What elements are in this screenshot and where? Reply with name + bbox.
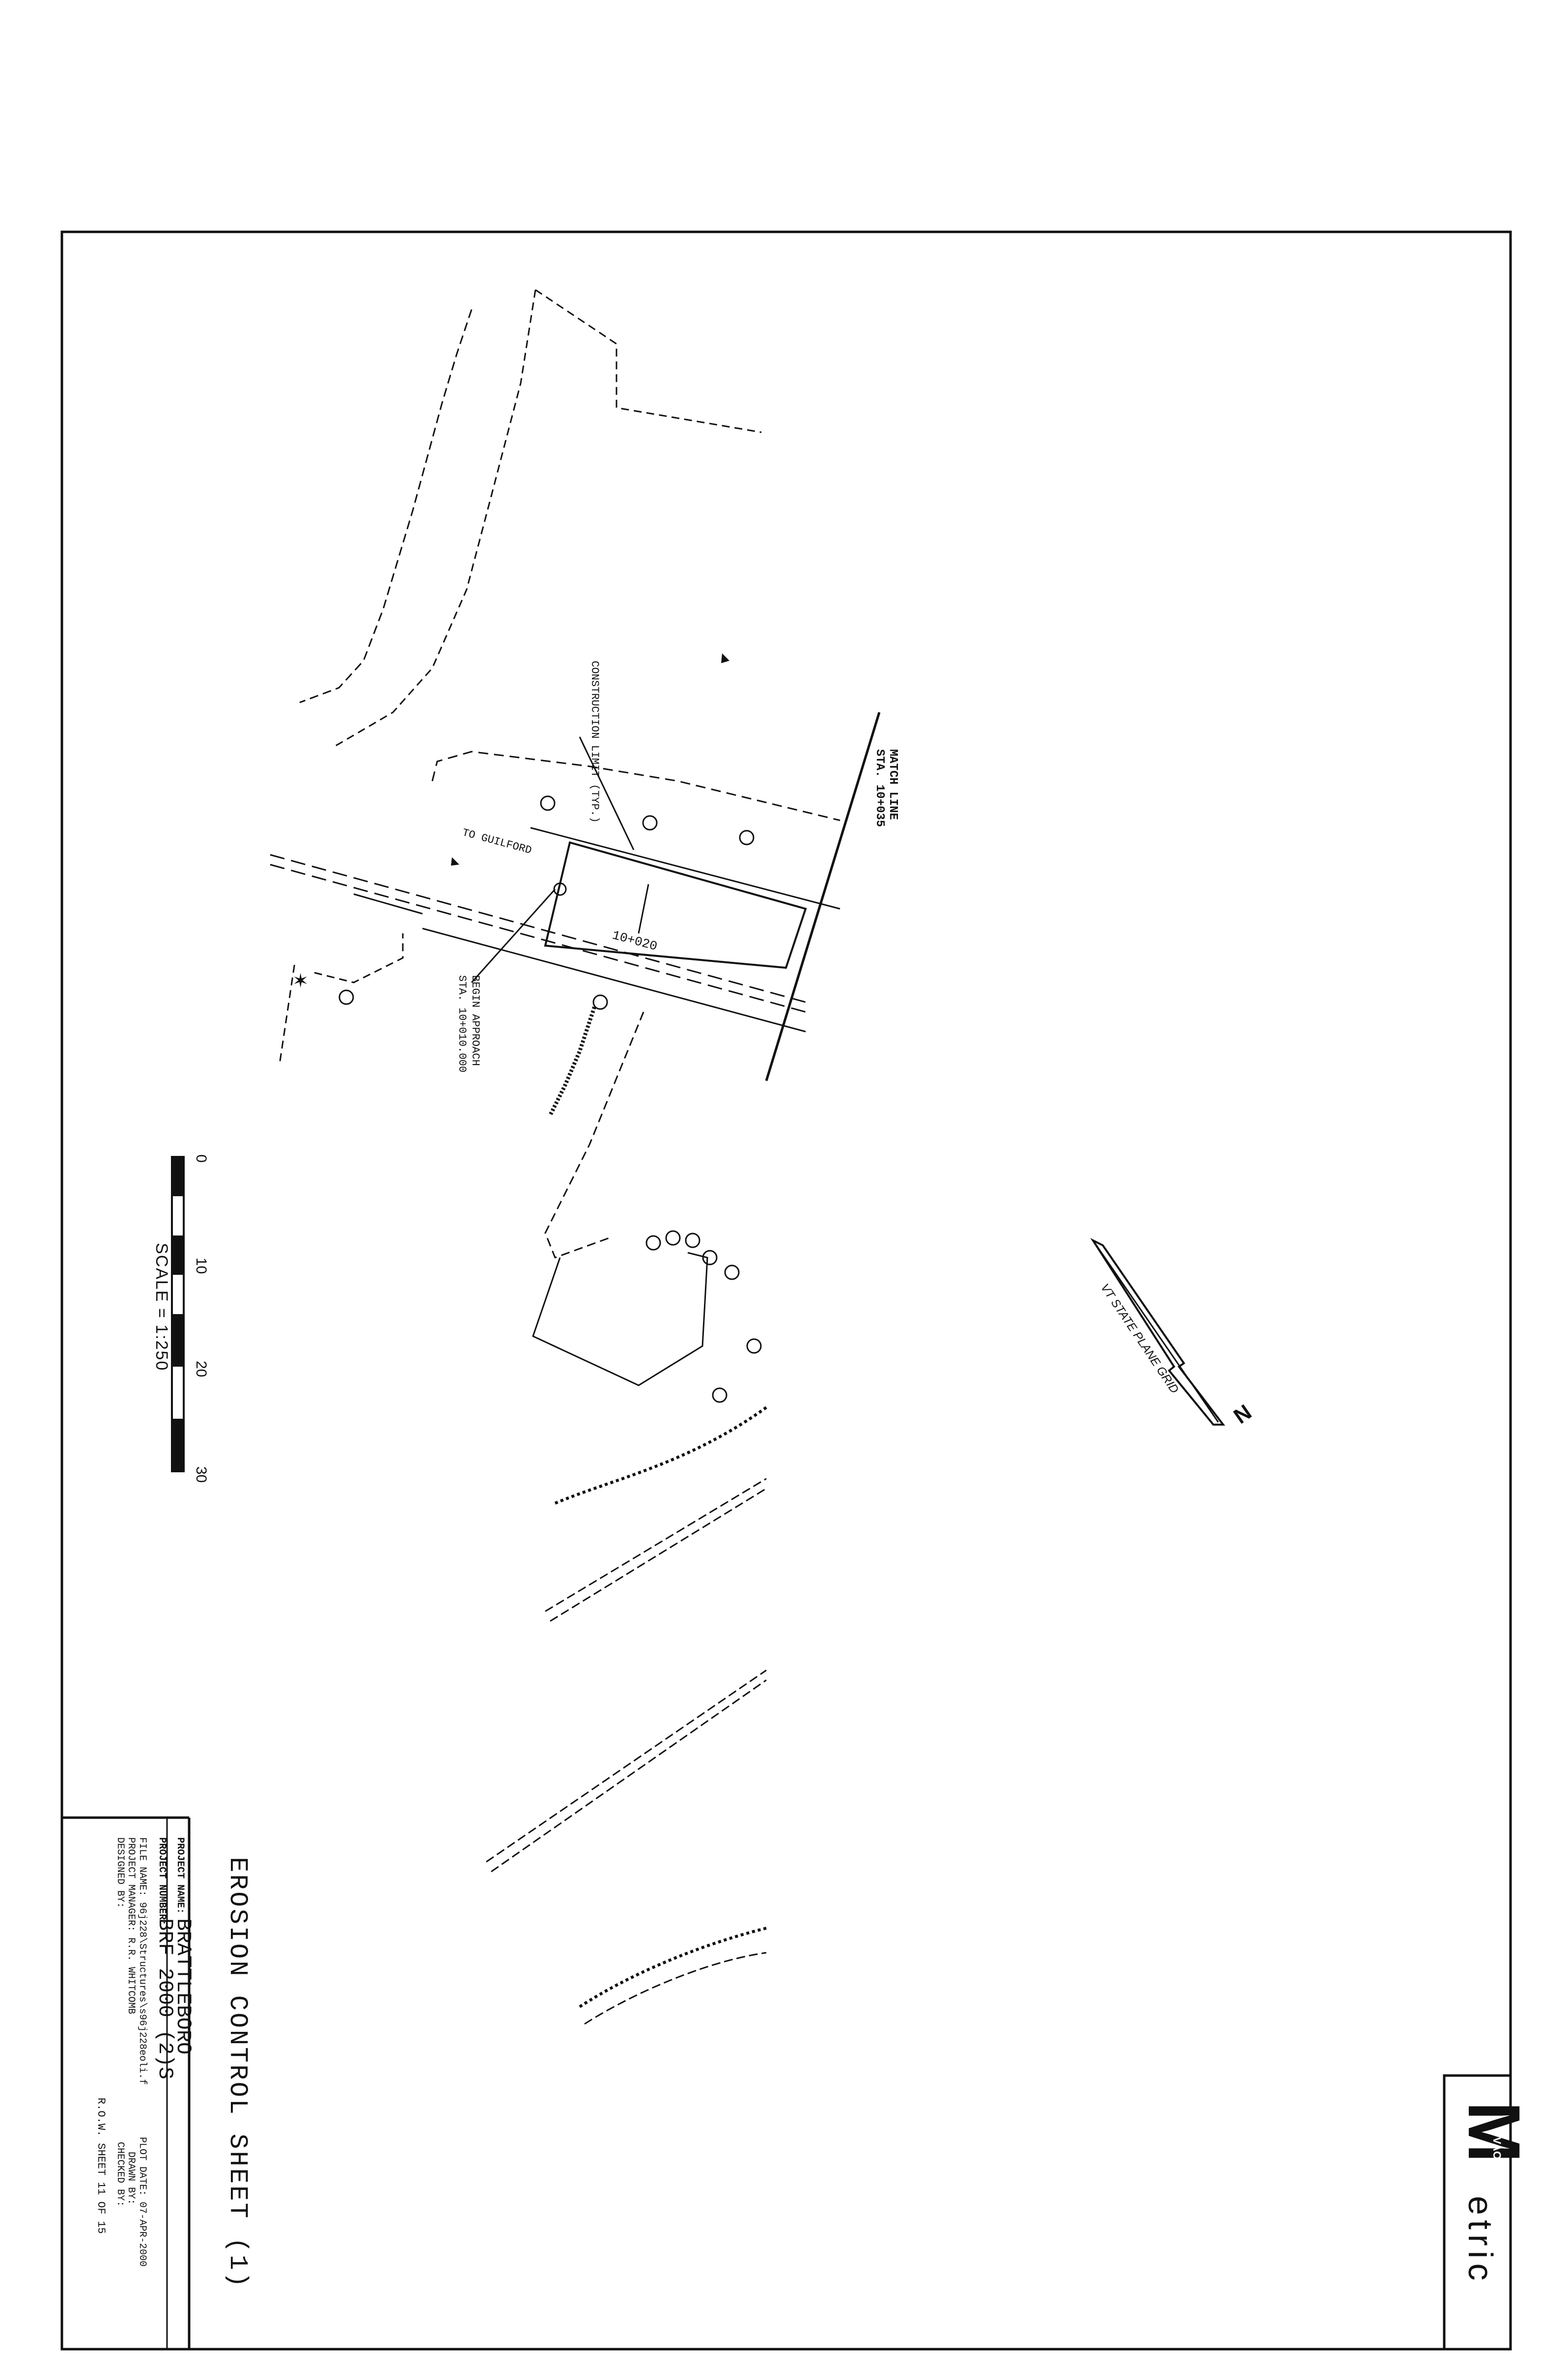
sheet-border	[60, 230, 1512, 2351]
plan-linework	[270, 289, 881, 2025]
vaot-metric-logo: M VAOT etric	[1443, 2074, 1536, 2351]
approach-station-line	[638, 884, 649, 934]
west-edge-line	[314, 933, 404, 983]
tree-icon	[712, 1387, 728, 1403]
scale-tick-30: 30	[193, 1466, 209, 1483]
scale-tick-10: 10	[193, 1258, 209, 1274]
construction-limit-label: CONSTRUCTION LIMIT (TYP.)	[588, 661, 601, 823]
scale-label: SCALE = 1:250	[152, 1243, 171, 1371]
begin-approach-marker	[553, 882, 567, 896]
project-name-label: PROJECT NAME:	[174, 1837, 186, 1914]
treeline-1	[554, 1406, 767, 1505]
match-line-label: MATCH LINE	[886, 749, 899, 820]
driveway-line	[544, 1011, 644, 1259]
north-arrow: N VT STATE PLANE GRID	[1090, 1237, 1256, 1429]
wall-hatch	[548, 1006, 596, 1116]
scale-seg-2	[172, 1235, 184, 1275]
construction-limit-leader	[579, 736, 635, 850]
tree-icon	[724, 1264, 740, 1280]
tree-symbols	[338, 795, 762, 1403]
project-number-value: BRF 2000 (2)S	[153, 1918, 177, 2079]
road-edge-2	[270, 864, 806, 1013]
sheet-title: EROSION CONTROL SHEET (1)	[223, 1857, 252, 2289]
triangle-marker-icon	[451, 857, 459, 866]
designed-by: DESIGNED BY:	[114, 1837, 126, 1908]
survey-markers: ✶	[292, 653, 729, 992]
parcel-line-north	[535, 289, 762, 433]
drawn-by: DRAWN BY:	[125, 2152, 137, 2205]
bank-line-3	[584, 1952, 767, 2025]
title-block-text: EROSION CONTROL SHEET (1) PROJECT NAME: …	[95, 1837, 252, 2289]
west-edge-line-2	[279, 962, 296, 1062]
logo-word: etric	[1461, 2196, 1500, 2285]
triangle-marker-icon	[721, 653, 729, 663]
tree-icon	[685, 1233, 700, 1248]
logo-badge: VAOT	[1491, 2137, 1503, 2166]
scale-seg-3	[172, 1314, 184, 1367]
approach-slab	[544, 841, 807, 969]
begin-approach-leader	[471, 888, 556, 983]
road-edge-1	[270, 854, 806, 1003]
tree-icon	[702, 1250, 718, 1265]
tree-icon	[746, 1338, 762, 1354]
bank-line-1a	[550, 1488, 767, 1622]
match-line	[765, 712, 881, 1081]
row-sheet: R.O.W. SHEET 11 OF 15	[95, 2098, 107, 2234]
north-letter: N	[1230, 1400, 1256, 1429]
treeline-2	[579, 1927, 767, 2008]
file-name: FILE NAME: 96j228\Structures\s96j228eoli…	[137, 1837, 148, 2085]
begin-approach-station: STA. 10+010.000	[456, 975, 468, 1072]
tree-icon	[739, 830, 755, 845]
bank-line-2a	[491, 1679, 767, 1873]
begin-approach-label: BEGIN APPROACH	[469, 975, 481, 1066]
tree-icon	[665, 1230, 681, 1246]
star-marker-icon: ✶	[292, 970, 309, 992]
tree-icon	[540, 795, 556, 811]
project-number-label: PROJECT NUMBER:	[156, 1837, 168, 1926]
plot-date: PLOT DATE: 07-APR-2000	[137, 2137, 148, 2267]
match-line-station: STA. 10+035	[873, 749, 886, 827]
road-edge-4	[530, 827, 840, 910]
road-edge-3	[422, 927, 806, 1033]
tree-icon	[642, 815, 658, 831]
scale-tick-0: 0	[193, 1154, 209, 1163]
to-guilford-label: TO GUILFORD	[461, 827, 533, 857]
title-block	[62, 1816, 191, 2349]
building-outline	[532, 1252, 708, 1386]
tree-icon	[338, 989, 354, 1005]
project-manager: PROJECT MANAGER: R.R. WHITCOMB	[125, 1837, 137, 2014]
tree-icon	[592, 994, 608, 1010]
scale-seg-4	[172, 1419, 184, 1471]
road-centerline	[353, 893, 423, 915]
scale-tick-20: 20	[193, 1361, 209, 1377]
project-name-value: BRATTLEBORO	[171, 1918, 195, 2054]
scale-bar: 0 10 20 30 SCALE = 1:250	[152, 1154, 209, 1483]
fence-line	[299, 309, 473, 703]
checked-by: CHECKED BY:	[114, 2142, 126, 2207]
scale-seg-1	[172, 1157, 184, 1196]
parcel-line-west	[334, 289, 536, 748]
logo-mark: M	[1453, 2102, 1536, 2163]
bank-line-2b	[486, 1669, 767, 1863]
construction-limit-line	[431, 751, 840, 821]
tree-icon	[645, 1235, 661, 1251]
bank-line-1b	[545, 1478, 767, 1612]
